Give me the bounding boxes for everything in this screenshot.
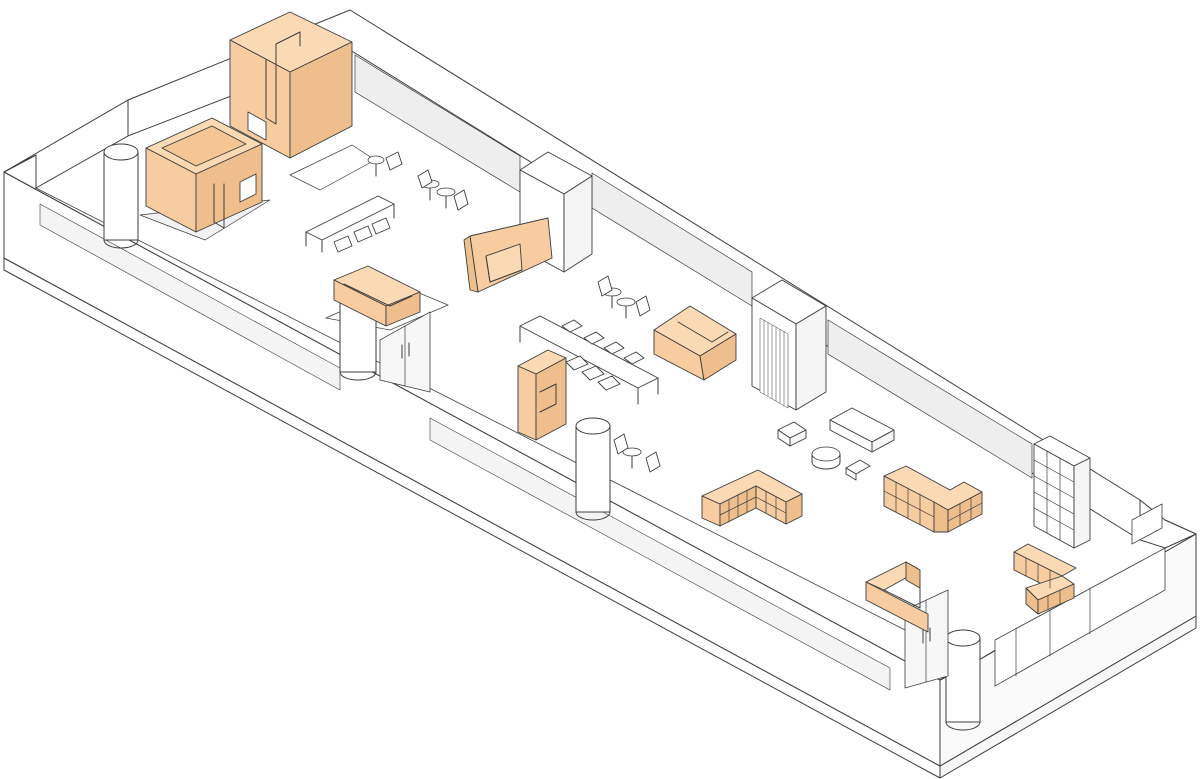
structural-elements: [103, 143, 1166, 731]
stools-lower-table: [561, 319, 645, 391]
bookshelf-far-right: [1013, 543, 1077, 615]
bookshelf-left: [701, 469, 803, 527]
door-pair-left: [379, 311, 431, 393]
tall-booth: [229, 11, 353, 159]
bookshelf-right: [883, 465, 983, 533]
pillar-3: [575, 417, 611, 521]
tall-shelving-unit: [1033, 435, 1091, 549]
cafe-set-upper: [367, 151, 469, 211]
right-end-rooms: [994, 503, 1166, 687]
pillar-1: [103, 143, 139, 249]
accent-furniture: [145, 11, 1077, 633]
white-furniture: [305, 151, 1091, 549]
cafe-set-lower: [613, 433, 661, 473]
pillar-4: [945, 629, 981, 731]
small-pod: [145, 117, 263, 233]
service-core-right: [751, 279, 827, 411]
cafe-set-middle: [597, 275, 651, 319]
long-table-upper: [305, 195, 395, 253]
lounge-area: [777, 407, 895, 481]
reception-counter: [333, 265, 421, 327]
front-glazing: [39, 203, 891, 691]
long-table-lower: [519, 315, 659, 405]
booth-seat-center: [463, 217, 553, 293]
partition-screen: [517, 349, 567, 441]
louvre-panel: [759, 317, 789, 409]
front-glass-2: [429, 417, 891, 691]
sofa-block: [653, 305, 737, 381]
l-bench: [865, 561, 929, 633]
glazing-panel-3: [827, 319, 1033, 479]
